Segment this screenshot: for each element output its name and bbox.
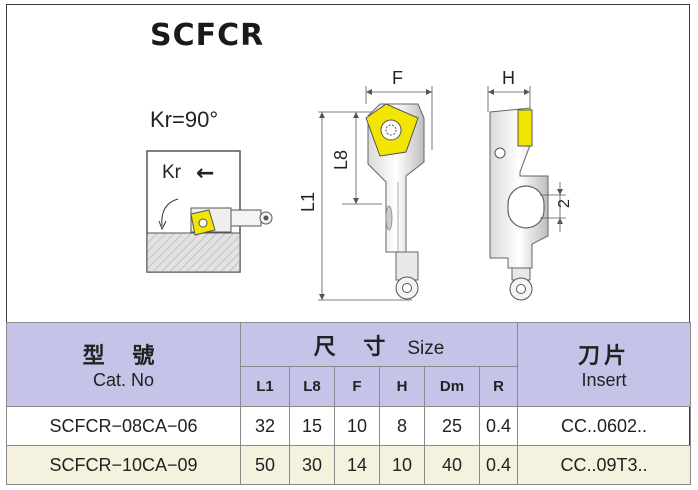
f-cell: 10 — [334, 406, 380, 446]
dim-l1-label: L1 — [298, 192, 318, 212]
h-cell: 8 — [379, 406, 425, 446]
dim-f-label: F — [392, 68, 403, 88]
application-diagram: Kr ← — [146, 150, 273, 273]
size-header-cn: 尺 寸 — [313, 334, 396, 360]
insert-header-en: Insert — [581, 370, 627, 390]
l1-cell: 50 — [240, 445, 290, 485]
r-cell: 0.4 — [478, 445, 519, 485]
size-header-en: Size — [407, 337, 445, 359]
cat-no-header-cn: 型 號 — [82, 344, 165, 369]
insert-cell: CC..09T3.. — [517, 445, 692, 485]
product-title: SCFCR — [150, 18, 265, 53]
kr-label: Kr — [162, 162, 182, 183]
dim-l8-label: L8 — [331, 150, 351, 170]
r-cell: 0.4 — [478, 406, 519, 446]
size-header: 尺 寸 Size — [239, 322, 519, 367]
col-l8: L8 — [289, 366, 335, 407]
f-cell: 14 — [334, 445, 380, 485]
table-row: SCFCR−08CA−06 32 15 10 8 25 0.4 CC..0602… — [6, 406, 692, 446]
l8-cell: 15 — [289, 406, 335, 446]
h-cell: 10 — [379, 445, 425, 485]
dm-cell: 25 — [424, 406, 480, 446]
col-h: H — [379, 366, 425, 407]
cat-no-cell: SCFCR−10CA−09 — [6, 445, 241, 485]
insert-header-cn: 刀片 — [578, 344, 631, 369]
col-f: F — [334, 366, 380, 407]
table-row: SCFCR−10CA−09 50 30 14 10 40 0.4 CC..09T… — [6, 445, 692, 485]
col-l1: L1 — [240, 366, 290, 407]
l1-cell: 32 — [240, 406, 290, 446]
tool-front-view: F L1 L8 — [298, 68, 433, 301]
dm-cell: 40 — [424, 445, 480, 485]
insert-header: 刀片 Insert — [517, 322, 692, 407]
l8-cell: 30 — [289, 445, 335, 485]
kr-angle-label: Kr=90° — [150, 107, 219, 132]
col-dm: Dm — [424, 366, 480, 407]
feed-arrow-icon: ← — [196, 161, 214, 186]
cat-no-header-en: Cat. No — [92, 370, 155, 390]
cat-no-header: 型 號 Cat. No — [6, 322, 241, 407]
dim-h-label: H — [502, 68, 515, 88]
insert-cell: CC..0602.. — [517, 406, 692, 446]
dim-2-label: 2 — [556, 199, 573, 208]
cat-no-cell: SCFCR−08CA−06 — [6, 406, 241, 446]
tool-drawing: Kr ← F L1 L8 — [146, 68, 573, 301]
col-r: R — [478, 366, 519, 407]
tool-side-view: H 2 — [487, 68, 573, 301]
